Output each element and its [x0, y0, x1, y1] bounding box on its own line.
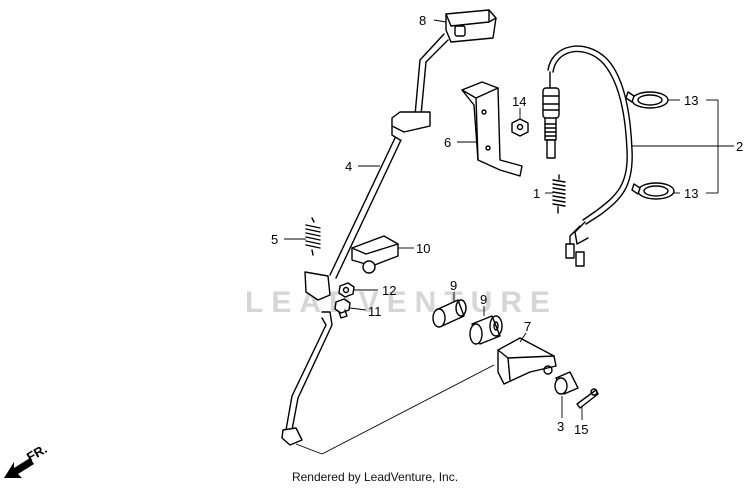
- part-number-9b: 9: [480, 292, 487, 307]
- grip-knob-part: [445, 9, 497, 43]
- bushing-part-9a: [432, 299, 467, 328]
- part-number-7: 7: [524, 319, 531, 334]
- bracket-part-6: [461, 81, 523, 177]
- nut-part-12: [338, 282, 355, 298]
- part-number-10: 10: [416, 241, 430, 256]
- part-number-11: 11: [368, 304, 382, 319]
- upper-throttle-rod-part: [304, 33, 449, 301]
- part-number-8: 8: [419, 13, 426, 28]
- front-direction-arrow-icon: [4, 458, 34, 478]
- spring-part-1: [552, 174, 566, 214]
- part-number-12: 12: [382, 283, 396, 298]
- throttle-cable-part: [542, 45, 633, 267]
- part-number-13-upper: 13: [684, 93, 698, 108]
- part-number-15: 15: [574, 422, 588, 437]
- part-number-4: 4: [345, 159, 352, 174]
- cotter-pin-part-15: [576, 388, 599, 409]
- part-number-9a: 9: [450, 278, 457, 293]
- leader-lines: [284, 19, 734, 455]
- part-number-13-lower: 13: [684, 186, 698, 201]
- bolt-part-11: [334, 298, 351, 319]
- lever-arm-part-7: [497, 337, 557, 385]
- bushing-part-9b: [469, 315, 503, 345]
- spring-part-5: [305, 217, 321, 256]
- part-number-3: 3: [557, 419, 564, 434]
- roller-part-3: [554, 371, 579, 395]
- part-number-14: 14: [512, 94, 526, 109]
- part-number-2: 2: [736, 139, 743, 154]
- part-number-1: 1: [533, 186, 540, 201]
- part-number-6: 6: [444, 135, 451, 150]
- bracket-part-10: [351, 235, 399, 274]
- nut-part-14: [511, 118, 529, 137]
- clamp-part-13-upper: [625, 91, 669, 109]
- watermark: LEADVENTURE: [245, 286, 558, 319]
- footer-credit: Rendered by LeadVenture, Inc.: [291, 470, 459, 484]
- lower-throttle-rod-part: [281, 311, 333, 446]
- part-number-5: 5: [271, 232, 278, 247]
- clamp-part-13-lower: [631, 182, 675, 200]
